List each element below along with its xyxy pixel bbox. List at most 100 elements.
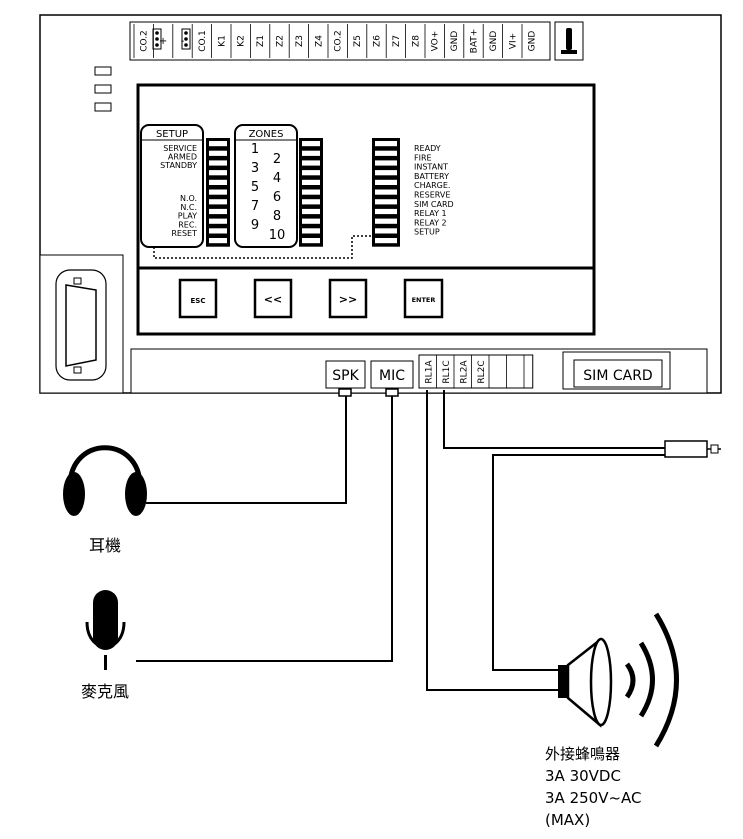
mic-connector[interactable]: MIC (370, 360, 414, 389)
relay-label: RL1A (424, 360, 434, 384)
status-item: INSTANT (414, 163, 448, 172)
relay-label: RL1C (442, 360, 452, 383)
terminal-label: Z3 (295, 35, 305, 47)
prev-button[interactable]: << (253, 278, 293, 319)
dotted-link (153, 235, 372, 259)
led-segment (302, 218, 320, 224)
zone-number: 7 (251, 199, 259, 214)
terminal-label: Z8 (411, 35, 421, 47)
next-button[interactable]: >> (328, 278, 368, 319)
led-segment (302, 160, 320, 166)
terminal-label: Z4 (314, 35, 324, 47)
led-segment (209, 218, 227, 224)
terminal-label: Z7 (392, 35, 402, 47)
terminal-label: VO+ (431, 31, 441, 52)
led-segment (302, 199, 320, 205)
zone-number: 3 (251, 161, 259, 176)
led-segment (302, 170, 320, 176)
buzzer-spec-3: (MAX) (545, 811, 590, 829)
terminal-label: GND (489, 31, 499, 52)
led-segment (375, 228, 397, 234)
terminal-label: GND (450, 31, 460, 52)
relay-rl1c-wire (443, 390, 665, 449)
terminal-label: Z5 (353, 35, 363, 47)
setup-action-item: REC. (178, 220, 197, 229)
terminal-label: Z1 (256, 35, 266, 47)
microphone-icon (85, 590, 126, 670)
led-segment (209, 141, 227, 147)
prev-button-label: << (264, 293, 282, 306)
terminal-label: Z2 (276, 35, 286, 47)
led-segment (209, 238, 227, 244)
buzzer-spec-2: 3A 250V~AC (545, 789, 642, 807)
led-segment (209, 189, 227, 195)
terminal-label: CO.2 (334, 30, 344, 52)
led-segment (302, 141, 320, 147)
led-segment (302, 228, 320, 234)
led-segment (209, 179, 227, 185)
microphone-label: 麥克風 (81, 682, 129, 701)
relay-rl1a-wire (426, 390, 560, 691)
led-segment (375, 208, 397, 215)
zone-number: 1 (251, 142, 259, 157)
headphone-icon (63, 445, 147, 516)
power-plug-icon (664, 440, 721, 458)
zone-number: 8 (273, 209, 281, 224)
tamper-switch-icon (554, 21, 584, 61)
status-item: SIM CARD (414, 200, 454, 209)
esc-button[interactable]: ESC (178, 278, 218, 319)
spk-connector[interactable]: SPK (325, 360, 366, 389)
terminal-label: Z6 (373, 35, 383, 47)
spk-plug (338, 388, 352, 397)
setup-action-item: N.C. (180, 203, 197, 212)
zone-number: 5 (251, 180, 259, 195)
sim-card-label: SIM CARD (583, 368, 652, 384)
zones-title: ZONES (249, 129, 284, 140)
status-item: FIRE (414, 153, 432, 162)
status-item: BATTERY (414, 172, 449, 181)
led-segment (375, 199, 397, 205)
terminal-label: K2 (237, 35, 247, 47)
led-segment (209, 160, 227, 166)
led-segment (302, 189, 320, 195)
status-labels: READYFIREINSTANTBATTERYCHARGE.RESERVESIM… (414, 144, 454, 237)
wires (136, 390, 665, 691)
indicator-leds (94, 66, 112, 112)
next-button-label: >> (339, 293, 357, 306)
setup-status-item: SERVICE (163, 144, 197, 153)
terminal-label: GND (528, 31, 538, 52)
led-segment (375, 179, 397, 185)
setup-action-item: N.O. (180, 194, 197, 203)
mic-label: MIC (379, 368, 405, 384)
zone-number: 2 (273, 152, 281, 167)
setup-status-item: ARMED (168, 153, 197, 162)
setup-title: SETUP (156, 129, 188, 140)
relay-label: RL2A (459, 360, 469, 384)
zone-number: 4 (273, 171, 281, 186)
terminal-label: CO.1 (198, 30, 208, 52)
zone-number: 6 (273, 190, 281, 205)
setup-action-item: RESET (171, 229, 197, 238)
led-segment (375, 218, 397, 224)
setup-action-item: PLAY (178, 212, 197, 221)
led-segment (375, 238, 397, 244)
buzzer-spec-1: 3A 30VDC (545, 767, 621, 785)
esc-button-label: ESC (191, 297, 206, 305)
jumper-co2-icon (152, 28, 162, 50)
status-item: RESERVE (414, 191, 450, 200)
enter-button[interactable]: ENTER (403, 278, 444, 319)
led-segment (209, 228, 227, 234)
sim-card-slot[interactable]: SIM CARD (562, 351, 671, 390)
led-bar-zones (299, 138, 323, 247)
led-segment (209, 199, 227, 205)
sound-waves-icon (624, 612, 679, 748)
led-segment (375, 160, 397, 166)
status-item: SETUP (414, 228, 440, 237)
microphone-wire (136, 396, 393, 662)
led-segment (209, 150, 227, 156)
spk-label: SPK (332, 368, 359, 384)
